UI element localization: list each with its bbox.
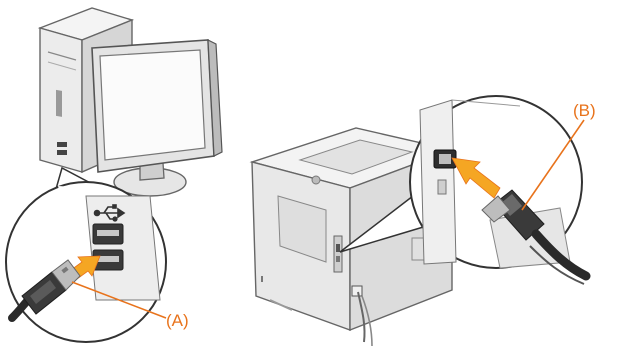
label-a: (A) [166,311,189,330]
label-b: (B) [573,101,596,120]
usb-port-upper [93,224,123,244]
monitor [92,40,222,196]
